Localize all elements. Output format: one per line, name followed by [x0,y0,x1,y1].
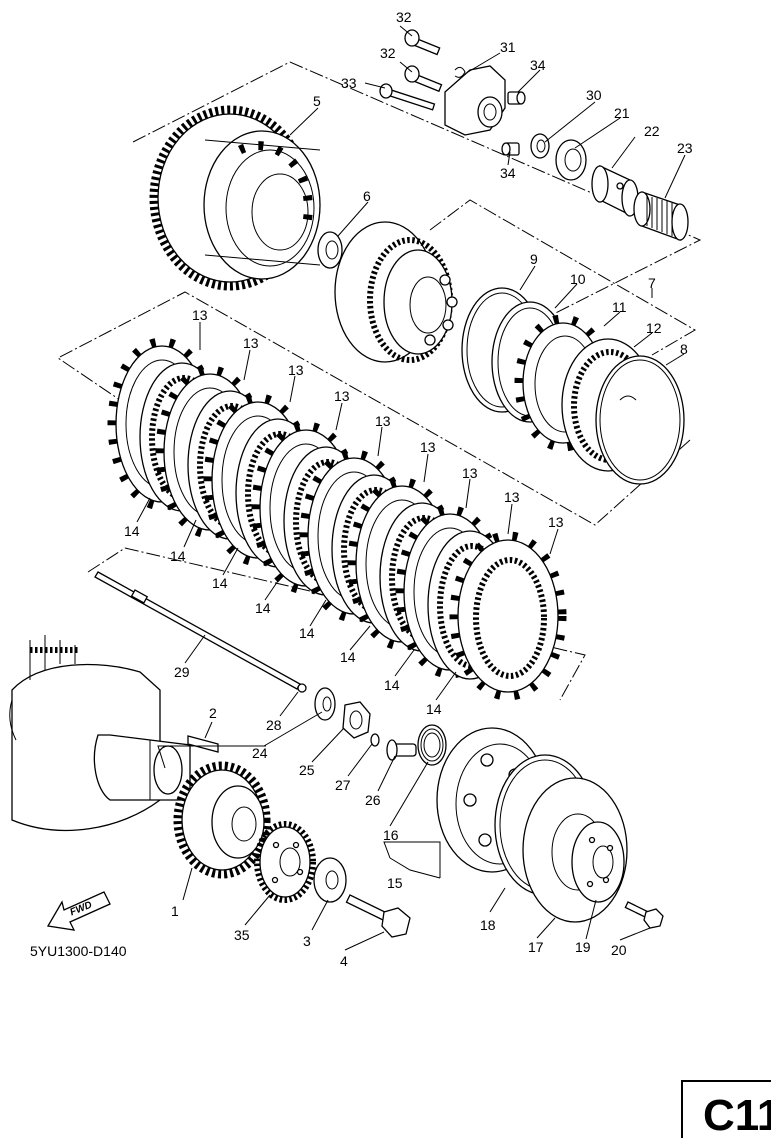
callout-32: 32 [380,45,396,61]
callout-14: 14 [426,701,442,717]
plate-stack [107,337,567,701]
fwd-arrow-icon: FWD [46,891,111,931]
ball-28 [297,683,307,693]
callout-11: 11 [612,299,627,315]
callout-29: 29 [174,664,190,680]
push-rod-26 [386,739,417,761]
callout-16: 16 [383,827,399,843]
callout-34: 34 [500,165,516,181]
bolt-32-upper [404,29,441,56]
dowel-34-upper [507,91,526,105]
callout-18: 18 [480,917,496,933]
callout-14: 14 [212,575,228,591]
callout-5: 5 [313,93,321,109]
collar-22 [591,164,639,217]
callout-10: 10 [570,271,586,287]
callout-14: 14 [170,548,186,564]
dowel-34-lower [501,142,520,156]
callout-7: 7 [648,275,656,291]
primary-drive-gear-1 [173,761,271,879]
callout-2: 2 [209,705,217,721]
callout-30: 30 [586,87,602,103]
leader-lines [136,25,686,951]
callout-1: 1 [171,903,179,919]
callout-14: 14 [340,649,356,665]
spring-8 [595,355,685,485]
callout-4: 4 [340,953,348,969]
callout-13: 13 [375,413,391,429]
callout-13: 13 [243,335,259,351]
release-bracket-assembly [379,29,689,241]
callout-35: 35 [234,927,250,943]
page-code-box: C11 [681,1080,771,1138]
callout-13: 13 [334,388,350,404]
needle-bearing-23 [633,191,689,241]
callout-19: 19 [575,939,591,955]
callout-3: 3 [303,933,311,949]
washer-30 [530,133,550,159]
callout-22: 22 [644,123,660,139]
bearing-16 [417,724,447,766]
washer-3 [313,857,347,903]
callout-34: 34 [530,57,546,73]
callout-25: 25 [299,762,315,778]
key-2 [187,735,219,753]
callout-14: 14 [384,677,400,693]
bolt-33 [379,83,436,111]
o-ring-27 [370,733,380,747]
callout-14: 14 [255,600,271,616]
lock-washer-6 [317,231,343,269]
callout-24: 24 [252,745,268,761]
callout-13: 13 [288,362,304,378]
washer-24 [314,687,336,721]
callout-13: 13 [548,514,564,530]
callout-28: 28 [266,717,282,733]
callout-26: 26 [365,792,381,808]
clutch-boss [334,221,458,363]
crankcase [9,635,191,831]
nut-25 [342,701,371,739]
callout-14: 14 [124,523,140,539]
sprocket-35 [254,821,316,903]
friction-plate-8 [449,531,567,701]
callout-27: 27 [335,777,351,793]
bolt-20 [624,901,664,929]
bolt-32-lower [404,65,443,93]
callout-14: 14 [299,625,315,641]
callout-33: 33 [341,75,357,91]
page-code: C11 [703,1091,771,1138]
callout-32: 32 [396,9,412,25]
callout-6: 6 [363,188,371,204]
callout-8: 8 [680,341,688,357]
callout-31: 31 [500,39,516,55]
seal-21 [555,139,587,181]
diagram-code: 5YU1300-D140 [30,943,127,959]
push-rod-29 [94,571,301,690]
callout-9: 9 [530,251,538,267]
callout-12: 12 [646,320,662,336]
spring-set [461,287,685,485]
cam-19 [571,821,625,903]
callout-13: 13 [192,307,208,323]
bolt-4 [345,894,411,938]
clutch-housing-5 [149,105,321,291]
callout-13: 13 [504,489,520,505]
callout-20: 20 [611,942,627,958]
callout-labels: 32 32 31 34 33 30 21 22 23 34 5 6 9 10 7… [124,9,693,969]
callout-21: 21 [614,105,630,121]
callout-13: 13 [420,439,436,455]
callout-13: 13 [462,465,478,481]
callout-23: 23 [677,140,693,156]
callout-15: 15 [387,875,403,891]
callout-17: 17 [528,939,544,955]
